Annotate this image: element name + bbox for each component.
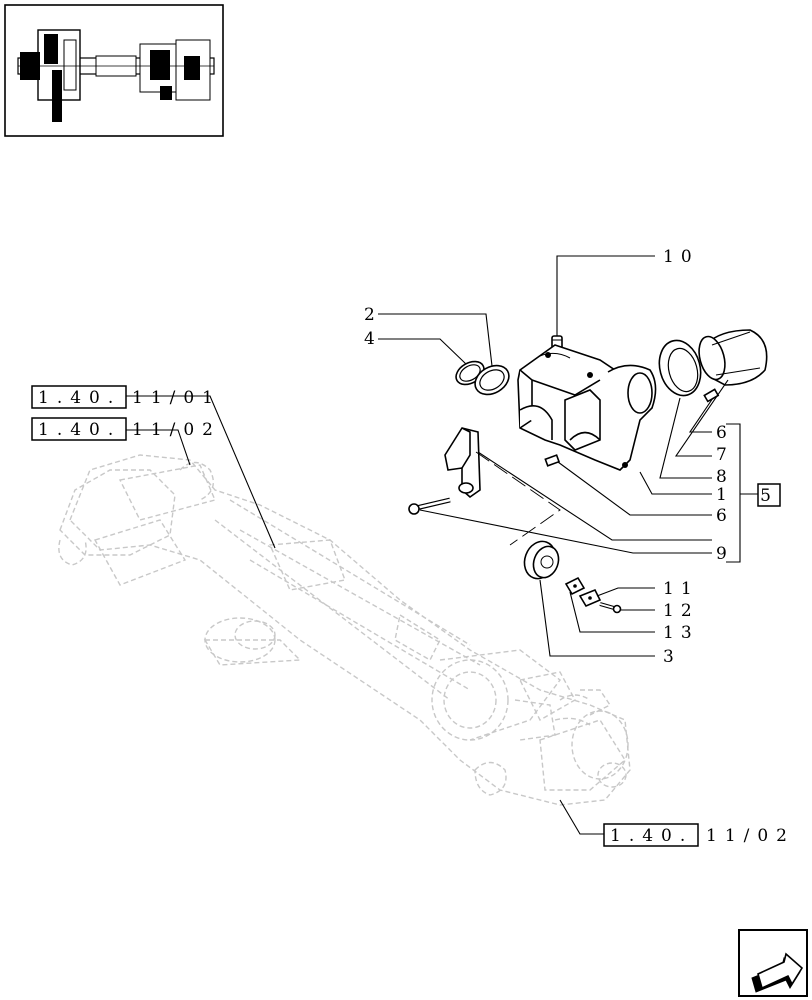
callout-4: 4 (364, 329, 382, 349)
reference-link-b[interactable]: 1.40. 11/02 (31, 417, 221, 441)
reference-c-rest: 11/02 (706, 826, 795, 846)
reference-link-a[interactable]: 1.40. 11/01 (31, 385, 221, 409)
callout-8: 8 (716, 467, 734, 487)
leader-3 (539, 579, 655, 657)
callout-6-upper: 6 (716, 423, 734, 443)
axle-assembly-ghost (58, 454, 631, 806)
part-1-housing (517, 344, 657, 471)
reference-a-rest: 11/01 (132, 388, 221, 408)
leader-9-cap (477, 451, 712, 541)
callout-6-lower: 6 (716, 506, 734, 526)
callout-12: 12 (663, 601, 699, 621)
leader-1 (639, 471, 712, 495)
leader-11 (596, 587, 655, 597)
reference-link-c[interactable]: 1.40. 11/02 (603, 823, 795, 847)
callout-2: 2 (364, 305, 382, 325)
leader-13 (569, 591, 655, 633)
leader-9-bolt (419, 509, 712, 554)
part-9-bolt (408, 497, 451, 515)
part-11-lock-tab (578, 588, 602, 608)
leader-4 (378, 338, 467, 365)
leader-ref-a (126, 395, 276, 549)
callout-11: 11 (663, 579, 699, 599)
callout-5: 5 (760, 486, 778, 506)
axis-line (475, 451, 561, 546)
callout-13: 13 (663, 623, 699, 643)
leader-8 (659, 397, 712, 479)
part-13-plate (564, 576, 586, 596)
leader-7 (674, 379, 729, 457)
leader-ref-c (559, 799, 604, 835)
part-8-bearing-cup (658, 339, 702, 397)
leader-6b (557, 461, 712, 516)
callout-3: 3 (663, 647, 681, 667)
part-12-screw (599, 602, 622, 614)
reference-a-boxed: 1.40. (38, 388, 121, 408)
axle-thumbnail-icon[interactable] (4, 4, 224, 137)
reference-c-boxed: 1.40. (610, 826, 693, 846)
callout-9: 9 (716, 544, 734, 564)
group-bracket (726, 423, 741, 563)
leader-10 (556, 255, 655, 336)
part-3-seal (523, 540, 560, 580)
part-2-ring (474, 364, 510, 396)
part-9-cap (444, 427, 481, 499)
reference-b-boxed: 1.40. (38, 420, 121, 440)
next-page-arrow-icon[interactable] (738, 929, 808, 997)
callout-10: 10 (663, 247, 699, 267)
callout-7: 7 (716, 445, 734, 465)
leader-ref-b (126, 429, 191, 466)
part-6-pin-lower (544, 454, 561, 467)
group-5-box (757, 483, 781, 507)
reference-b-rest: 11/02 (132, 420, 221, 440)
leader-2 (378, 313, 493, 367)
callout-1: 1 (716, 485, 734, 505)
part-7-bearing-cone (698, 329, 768, 386)
leader-6a (688, 397, 714, 433)
